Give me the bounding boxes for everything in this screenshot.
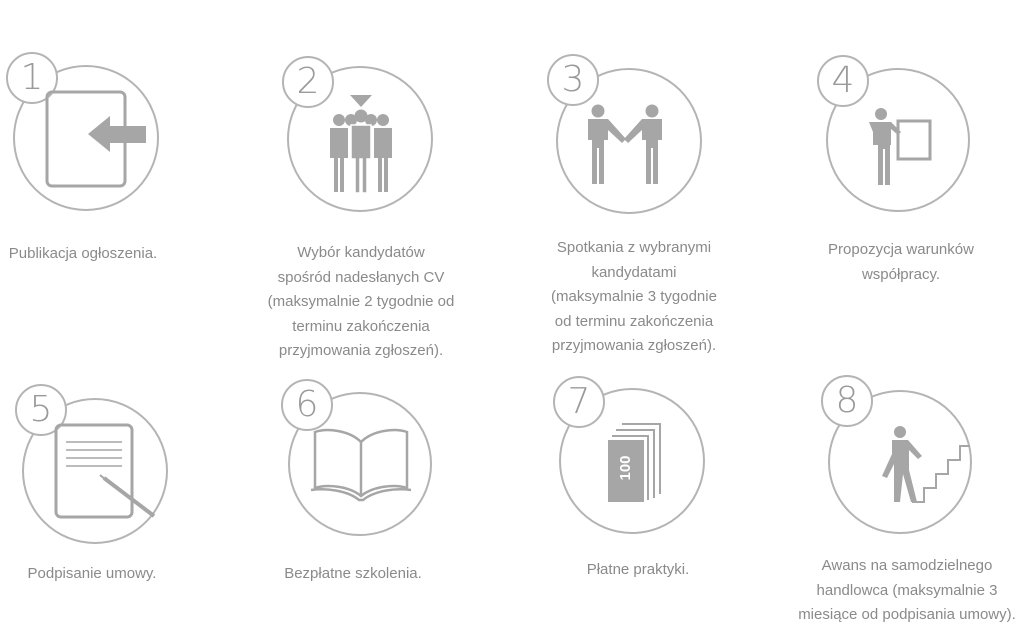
step-caption: Podpisanie umowy. [27,565,157,582]
step-number-badge: 8 [821,375,873,427]
banknotes-icon [608,423,661,502]
step-caption: Bezpłatne szkolenia. [284,565,422,582]
step-number-badge: 3 [547,54,599,106]
banknote-value: 100 [617,455,634,481]
step-caption: Awans na samodzielnego handlowca (maksym… [798,557,1016,623]
step-number-badge: 4 [817,55,869,107]
step-caption: Publikacja ogłoszenia. [8,245,158,262]
contract-pen-icon [54,423,156,519]
step-caption: Wybór kandydatów spośród nadesłanych CV … [267,244,455,359]
step-caption: Spotkania z wybranymi kandydatami (maksy… [551,239,717,354]
step-number-badge: 2 [282,56,334,108]
document-arrow-in-icon [45,90,146,188]
open-book-icon [310,428,412,502]
group-selection-icon [330,95,392,194]
step-number-badge: 1 [6,52,58,104]
step-caption: Propozycja warunków współpracy. [828,241,974,283]
handshake-icon [588,104,662,184]
step-number-badge: 6 [281,379,333,431]
step-number-badge: 7 [553,376,605,428]
person-climbing-stairs-icon [882,426,970,503]
presentation-board-icon [869,108,932,185]
step-caption: Płatne praktyki. [586,561,690,578]
